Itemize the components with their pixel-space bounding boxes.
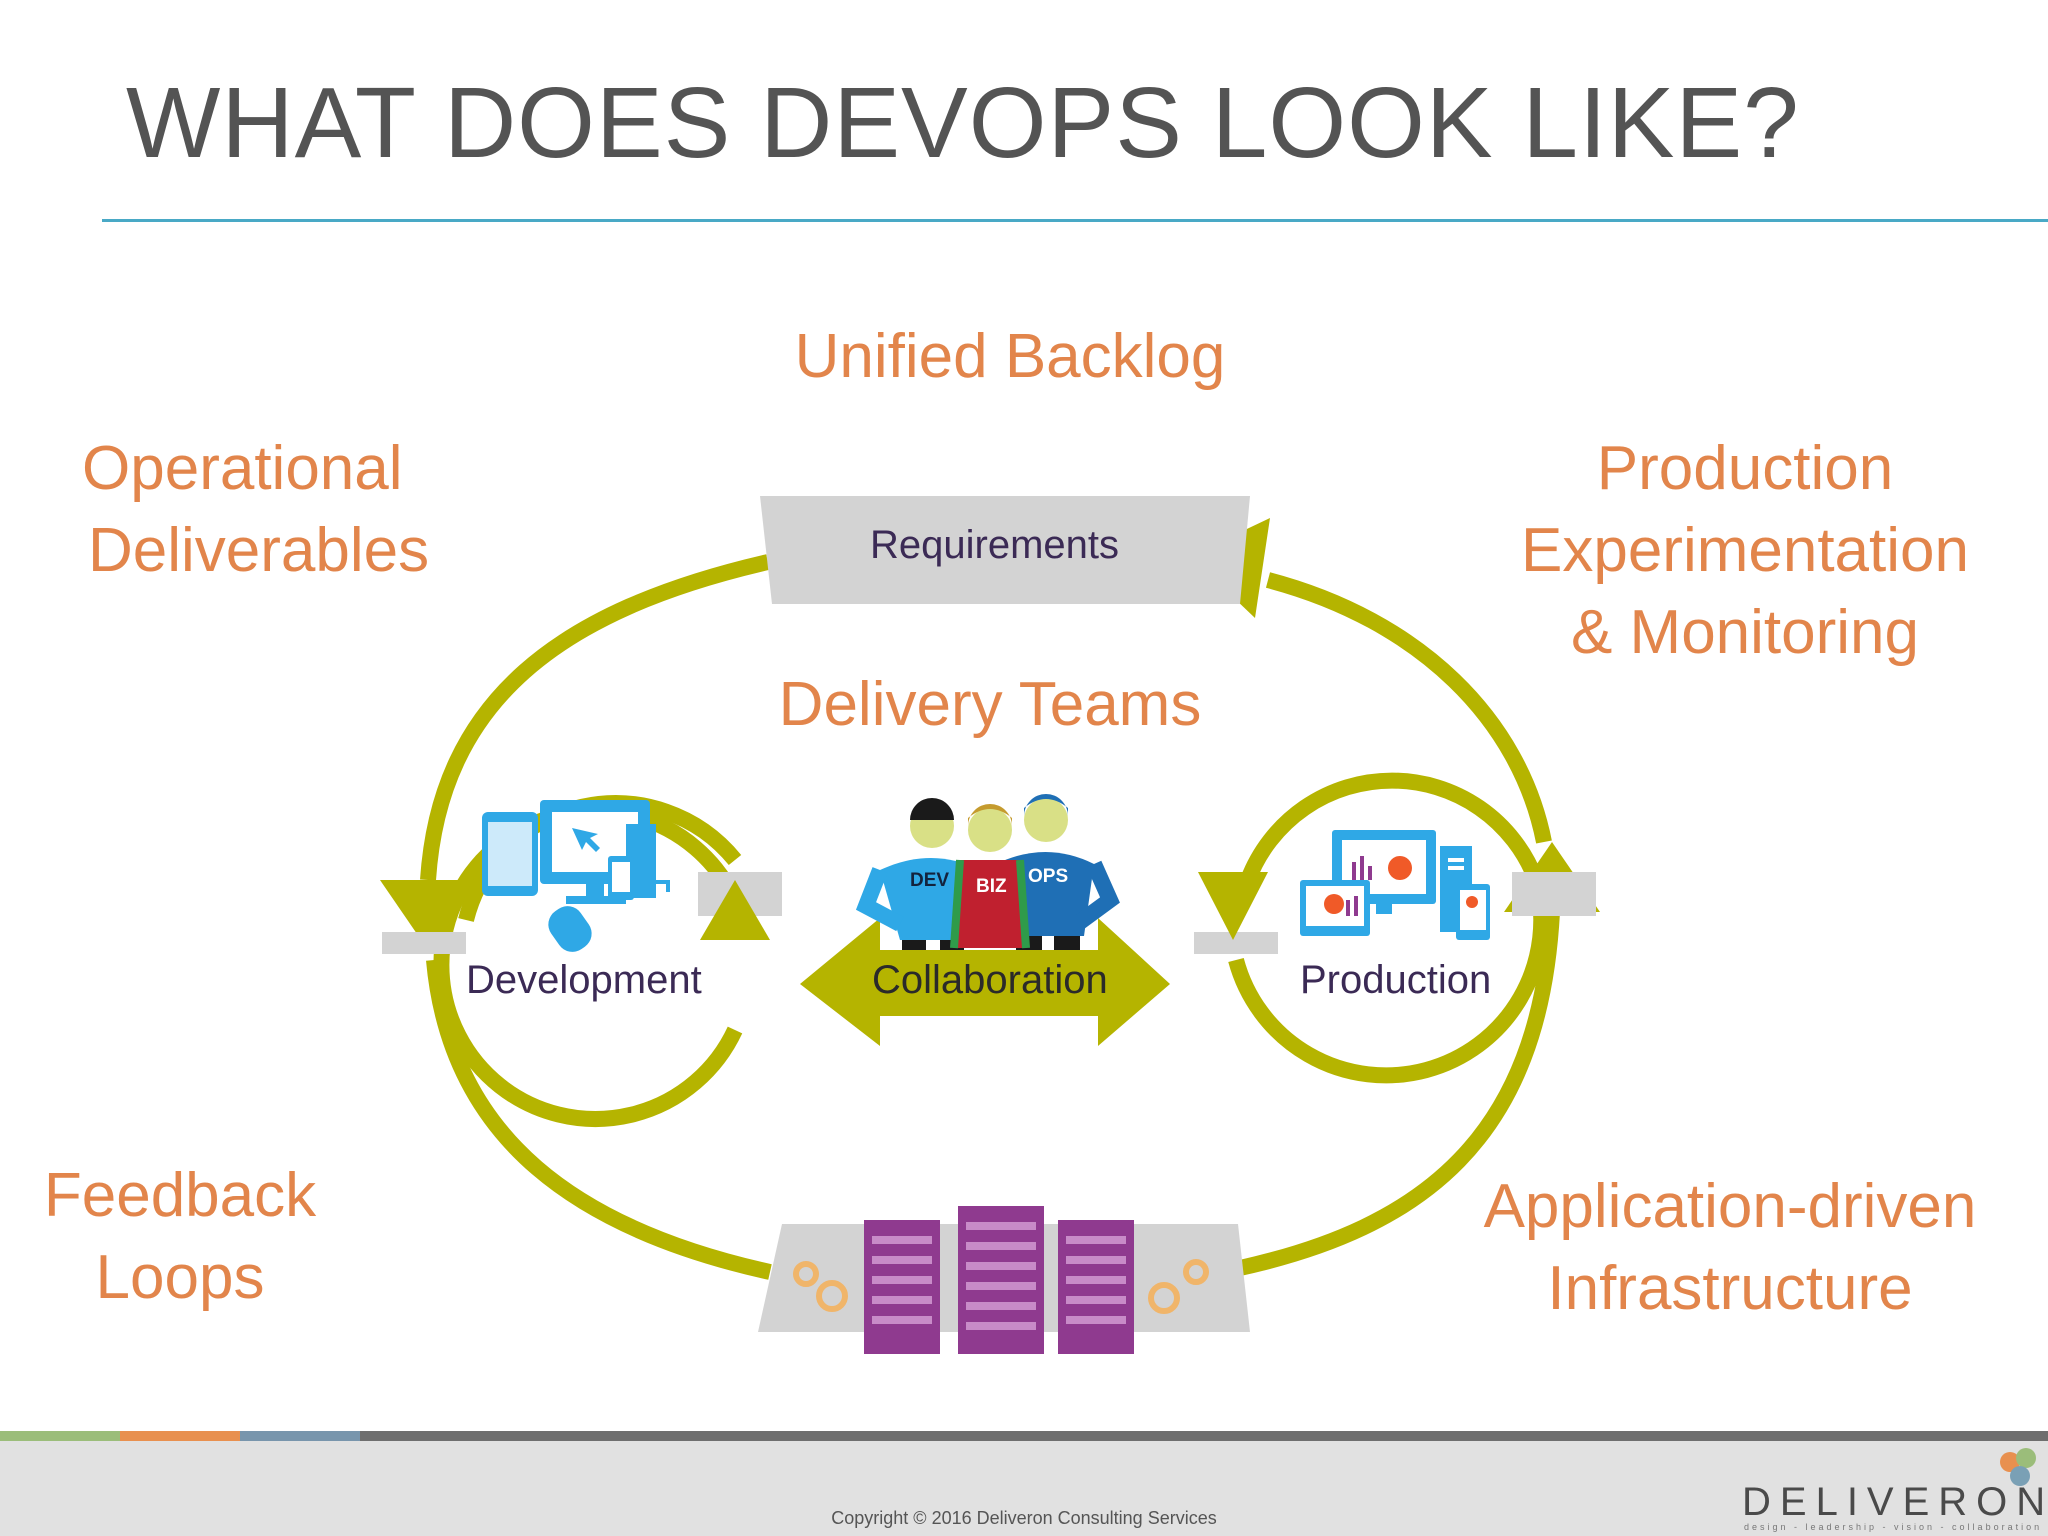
- delivery-team-people-icon: [855, 794, 1120, 950]
- devops-cycle-diagram: [380, 496, 1600, 1354]
- footer-bar-gray: [360, 1431, 2048, 1441]
- operational-line-2: Deliverables: [88, 516, 430, 585]
- production-label: Production: [1300, 958, 1492, 1002]
- prod-exp-line-3: & Monitoring: [1570, 598, 1920, 667]
- prod-exp-line-2: Experimentation: [1520, 516, 1970, 585]
- outer-arc-top-left: [420, 554, 770, 881]
- production-experimentation-label: Production Experimentation & Monitoring: [1500, 428, 1990, 674]
- application-infrastructure-label: Application-driven Infrastructure: [1440, 1166, 2020, 1330]
- app-infra-line-1: Application-driven: [1483, 1172, 1977, 1241]
- prod-exp-line-1: Production: [1596, 434, 1894, 503]
- development-label: Development: [466, 958, 702, 1002]
- dev-badge: DEV: [910, 870, 950, 891]
- gear-icons: [793, 1259, 1209, 1314]
- requirements-label: Requirements: [870, 523, 1120, 567]
- title-divider: [102, 219, 2048, 222]
- unified-backlog-label: Unified Backlog: [794, 322, 1226, 391]
- slide-title: WHAT DOES DEVOPS LOOK LIKE?: [126, 67, 1800, 179]
- footer-bar-green: [0, 1431, 120, 1441]
- company-logo: DELIVERON: [1742, 1480, 2048, 1524]
- footer-bar-orange: [120, 1431, 240, 1441]
- dev-arrowhead: [700, 880, 770, 940]
- prod-loop-gate-left: [1194, 932, 1278, 954]
- prod-loop-gate-right: [1512, 872, 1596, 916]
- feedback-line-2: Loops: [95, 1243, 265, 1312]
- prod-arrowhead: [1198, 872, 1268, 940]
- dev-loop-gate-left: [382, 932, 466, 954]
- operational-deliverables-label: Operational Deliverables: [80, 428, 429, 592]
- company-tagline: design - leadership - vision - collabora…: [1744, 1522, 2043, 1532]
- production-devices-icon: [1300, 830, 1490, 940]
- footer-bar-blue: [240, 1431, 360, 1441]
- collaboration-label: Collaboration: [872, 958, 1108, 1002]
- feedback-line-1: Feedback: [43, 1161, 317, 1230]
- outer-arc-top-right: [1265, 572, 1552, 844]
- logo-mark-icon: [2000, 1448, 2036, 1486]
- delivery-teams-label: Delivery Teams: [778, 670, 1202, 739]
- biz-badge: BIZ: [976, 876, 1007, 897]
- ops-badge: OPS: [1028, 866, 1069, 887]
- outer-arc-bottom-right: [1238, 911, 1560, 1276]
- server-racks-icon: [864, 1206, 1134, 1354]
- footer: [0, 1441, 2048, 1536]
- operational-line-1: Operational: [82, 434, 403, 503]
- production-loop: [1228, 772, 1550, 1084]
- app-infra-line-2: Infrastructure: [1547, 1254, 1913, 1323]
- feedback-loops-label: Feedback Loops: [30, 1155, 330, 1319]
- copyright-text: Copyright © 2016 Deliveron Consulting Se…: [831, 1508, 1217, 1528]
- requirements-banner: [760, 496, 1250, 604]
- development-devices-icon: [482, 800, 670, 952]
